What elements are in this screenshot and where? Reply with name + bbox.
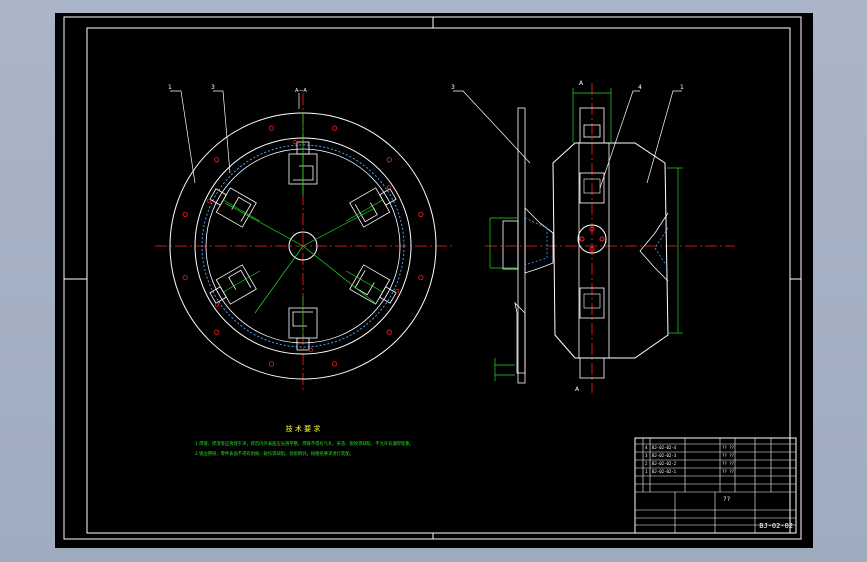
left-hub-liner <box>524 217 548 266</box>
title-block-grid <box>635 438 797 533</box>
tb-row-3-code: BJ-02-02-3 <box>652 453 677 458</box>
blade-pin <box>292 139 298 145</box>
bolt-holes <box>182 125 424 367</box>
lower-blade-window <box>579 287 605 319</box>
drawing-canvas[interactable]: 1 3 A—A <box>55 13 813 548</box>
tb-row-2-code: BJ-02-02-2 <box>652 461 677 466</box>
side-view: 3 4 1 A A <box>451 80 735 393</box>
blade-dim <box>346 270 383 293</box>
leader-4-side <box>599 90 640 189</box>
bolt-hole <box>214 157 220 163</box>
side-hub-hole-right <box>599 236 605 242</box>
top-blade-tip <box>579 107 605 144</box>
leader-1-side-label: 1 <box>680 84 684 91</box>
tb-row-1-no: 1 <box>645 469 648 474</box>
bolt-hole <box>182 211 188 218</box>
blade-pin <box>214 302 220 308</box>
radius-dim-line-2 <box>254 245 304 314</box>
blade-pin <box>308 347 314 353</box>
bolt-hole <box>182 274 188 281</box>
leader-1-front <box>170 90 196 184</box>
upper-blade-window <box>579 172 605 204</box>
tb-row-1-name: ?? ?? <box>722 469 735 474</box>
view-marker-label: A <box>575 386 580 393</box>
side-hub-hole-left <box>579 236 585 242</box>
blade-assembly <box>346 184 397 228</box>
notes-line-2: 2.锐边倒钝，零件表面不得有划痕、碰伤等缺陷，锐角倒钝，按图纸要求进行装配。 <box>195 450 354 457</box>
radius-dim-line-4 <box>302 245 376 304</box>
drawing-number: BJ-02-02 <box>759 522 793 530</box>
blade-tip <box>379 188 397 206</box>
section-marker-label: A—A <box>295 88 307 94</box>
blade-tip <box>209 286 227 304</box>
tb-row-2-no: 2 <box>645 461 648 466</box>
bottom-blade-tip <box>579 357 605 379</box>
drawing-frame <box>86 27 791 534</box>
blade-dim <box>223 199 260 222</box>
tb-row-4-no: 4 <box>645 445 648 450</box>
notes-title: 技 术 要 求 <box>286 424 321 433</box>
tb-row-3-name: ?? ?? <box>722 453 735 458</box>
leader-1-side <box>646 90 682 184</box>
bolt-hole <box>418 274 424 281</box>
hub-circle <box>288 231 318 261</box>
bolt-hole <box>331 125 338 131</box>
blade-dim <box>223 270 260 293</box>
title-block: 4 BJ-02-02-4 ?? ?? 3 BJ-02-02-3 ?? ?? 2 … <box>634 437 797 534</box>
notes-line-1: 1.焊缝、焊渣等应清理干净，焊后内外表面应光滑平整，焊缝不得有气孔、夹渣、裂纹等… <box>195 440 414 447</box>
shell-inner-circle <box>201 144 405 348</box>
leader-3-front-label: 3 <box>211 84 215 91</box>
blade-assemblies <box>206 139 400 353</box>
leader-3-side-label: 3 <box>451 84 455 91</box>
side-hub-hole-bottom <box>589 246 595 252</box>
bolt-hole <box>386 329 392 335</box>
leader-1-front-label: 1 <box>168 84 172 91</box>
tb-row-1-code: BJ-02-02-1 <box>652 469 677 474</box>
lower-blade-clamp <box>583 293 601 309</box>
bottom-flange-detail <box>514 301 526 374</box>
tb-row-4-code: BJ-02-02-4 <box>652 445 677 450</box>
leader-3-side <box>453 90 531 164</box>
bolt-hole <box>268 125 275 131</box>
leader-4-side-label: 4 <box>638 84 642 91</box>
side-hub-circle <box>577 224 607 254</box>
blade-assembly <box>346 264 400 305</box>
front-view: 1 3 A—A <box>155 84 455 393</box>
side-hub-hole-top <box>589 226 595 232</box>
technical-notes: 技 术 要 求 1.焊缝、焊渣等应清理干净，焊后内外表面应光滑平整，焊缝不得有气… <box>195 424 414 457</box>
blade-pin <box>206 198 212 204</box>
radius-dim-line-1 <box>224 202 304 247</box>
left-hub-boss <box>524 207 554 274</box>
blade-pin <box>394 288 400 294</box>
left-shaft-stub <box>502 220 519 270</box>
bolt-hole <box>268 361 275 367</box>
upper-blade-clamp <box>583 178 601 194</box>
blade-assembly <box>288 296 318 353</box>
blade-tip <box>379 286 397 304</box>
blade-assembly <box>209 264 260 308</box>
blade-tip <box>209 188 227 206</box>
tb-row-3-no: 3 <box>645 453 648 458</box>
blade-dim <box>346 199 383 222</box>
section-a-label: A <box>579 80 584 87</box>
right-cone <box>639 212 669 282</box>
bolt-hole <box>386 157 392 163</box>
drawing-svg: 1 3 A—A <box>63 16 802 540</box>
bolt-hole <box>331 361 338 367</box>
tb-center-mark: ?? <box>723 496 731 503</box>
left-plate <box>517 107 526 384</box>
blade-assembly <box>206 187 260 228</box>
leader-3-front <box>213 90 231 174</box>
bolt-hole <box>418 211 424 218</box>
side-body-outline <box>552 142 669 359</box>
top-blade-clamp <box>583 124 601 138</box>
blade-pin <box>386 184 392 190</box>
tb-row-4-name: ?? ?? <box>722 445 735 450</box>
radius-dim-line-3 <box>302 207 376 247</box>
bolt-hole <box>214 329 220 335</box>
tb-row-2-name: ?? ?? <box>722 461 735 466</box>
